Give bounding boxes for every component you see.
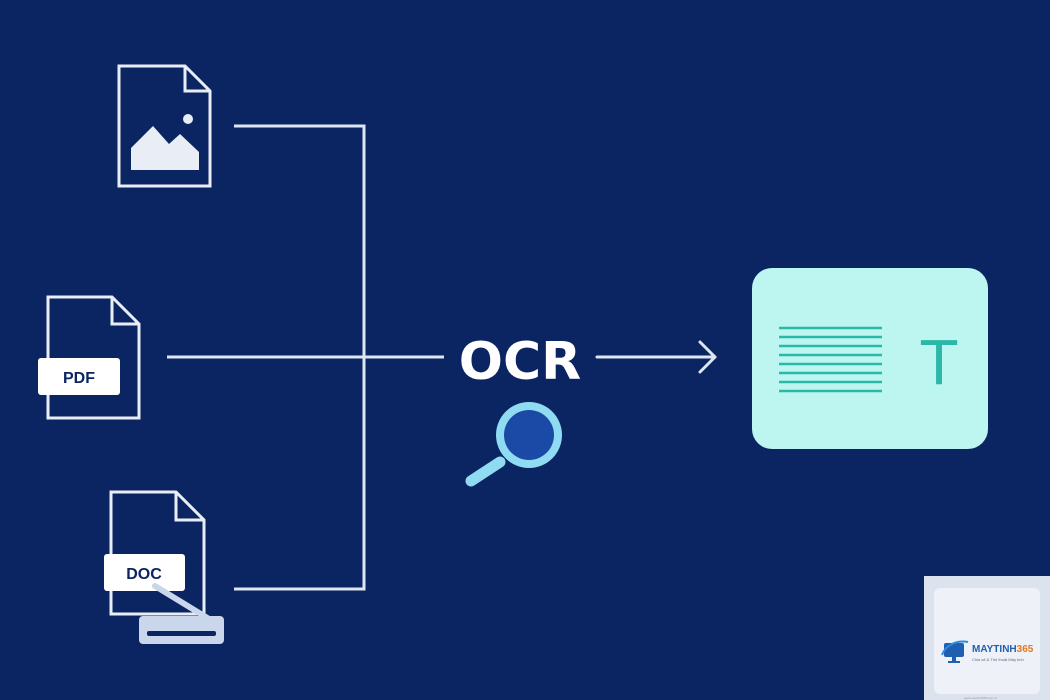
arrow-right-icon [595,340,717,374]
logo-card: MAYTINH365 Chia sẻ & Thủ thuật Máy tính … [934,588,1040,700]
scanner-icon [139,583,224,644]
pdf-file-icon: PDF [38,295,141,420]
logo-brand-main: MAYTINH [972,644,1017,655]
image-file-icon [117,64,212,188]
magnifier-icon [465,402,562,487]
logo-tagline: Chia sẻ & Thủ thuật Máy tính [972,657,1024,662]
connector-lines [167,124,444,591]
text-glyph: T [919,326,958,398]
doc-file-icon: DOC [104,490,206,616]
text-document-icon: T [752,268,988,449]
pdf-badge-label: PDF [63,370,95,387]
doc-badge-label: DOC [126,566,162,583]
monitor-logo-icon [941,640,969,663]
logo-url: www.maytinh365.com.vn [964,696,998,700]
logo-brand-number: 365 [1016,644,1034,655]
watermark-logo: MAYTINH365 Chia sẻ & Thủ thuật Máy tính … [924,576,1050,700]
ocr-label: OCR [459,332,581,392]
logo-brand: MAYTINH365 [972,644,1033,655]
